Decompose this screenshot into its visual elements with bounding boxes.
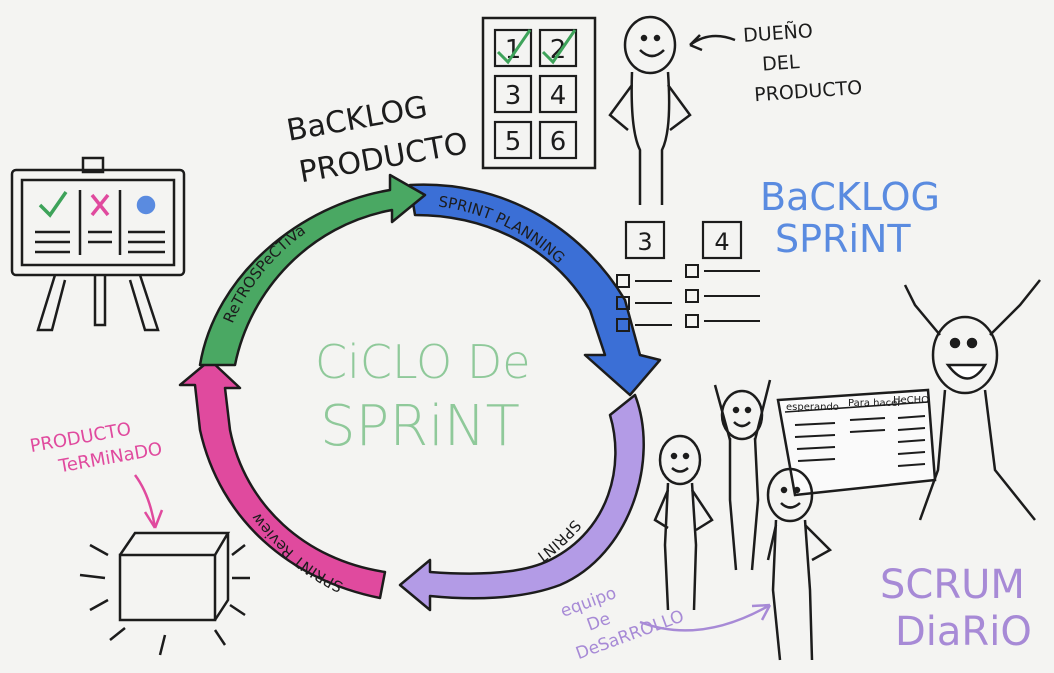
sprint-item-3: 3 (637, 228, 652, 256)
check-icons (496, 29, 577, 65)
backlog-item-3: 3 (505, 81, 522, 111)
scrum-diario-line1: SCRUM (880, 562, 1025, 608)
backlog-card-board (481, 16, 597, 170)
scrum-board: esperando Para hacer HeCHO (776, 388, 937, 497)
retro-arc (198, 173, 427, 367)
backlog-item-2: 2 (550, 35, 567, 65)
owner-label-line3: PRODUCTO (754, 77, 863, 106)
task-list-icon (616, 264, 760, 332)
planning-arc (408, 183, 662, 397)
box-icon (79, 531, 250, 656)
scrum-diario-line2: DiaRiO (895, 609, 1032, 655)
finished-arrow-icon (133, 474, 164, 529)
cycle-arrows (178, 173, 662, 612)
center-title-line1: CiCLO De (315, 335, 531, 389)
center-title: CiCLO De SPRiNT (315, 335, 531, 459)
easel-board-icon (10, 156, 186, 332)
owner-label-line1: DUEÑO (742, 19, 813, 47)
board-col-hecho: HeCHO (893, 395, 929, 406)
backlog-cells (493, 28, 578, 160)
owner-label: DUEÑO DEL PRODUCTO (742, 19, 863, 106)
backlog-item-5: 5 (505, 127, 522, 157)
label-sprint-review: SPRINT Review (247, 510, 345, 596)
finished-product-label: PRODUCTO TeRMiNaDO (28, 419, 164, 478)
backlog-producto: BaCKLOG PRODUCTO 1 2 3 4 5 6 (284, 16, 597, 190)
board-col-para-hacer: Para hacer (848, 398, 902, 409)
backlog-sprint: BaCKLOG SPRiNT 3 4 (616, 175, 940, 332)
backlog-sprint-title2: SPRiNT (775, 217, 911, 261)
development-team-figures (653, 279, 1041, 661)
sprint-arc (398, 393, 645, 612)
label-retrospectiva: ReTROSPeCTiVa (220, 221, 309, 326)
team-arrow-icon (639, 603, 772, 632)
product-owner-figure (608, 15, 692, 205)
owner-arrow-icon (689, 34, 736, 52)
sprint-item-4: 4 (714, 228, 729, 256)
owner-label-line2: DEL (761, 51, 800, 76)
backlog-item-4: 4 (550, 81, 567, 111)
board-col-esperando: esperando (786, 402, 839, 413)
backlog-item-6: 6 (550, 127, 567, 157)
scrum-diario-label: SCRUM DiaRiO (880, 562, 1032, 655)
backlog-item-1: 1 (505, 35, 522, 65)
backlog-sprint-title1: BaCKLOG (760, 175, 940, 219)
center-title-line2: SPRiNT (320, 394, 520, 459)
